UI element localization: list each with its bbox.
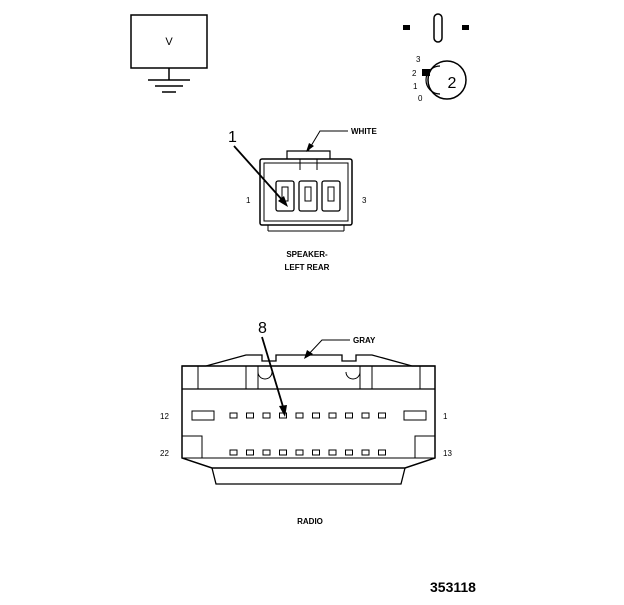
radio-top-cavity-5 [295,412,304,419]
radio-connector: GRAY 12 1 22 13 8 RADIO [160,320,452,526]
switch-ring-outer [427,60,467,100]
white-leader-line [307,130,348,152]
position-1-label: 1 [413,82,418,91]
radio-bottom-cavity-7 [328,449,337,456]
radio-top-cavity-6 [312,412,320,419]
radio-pin-label-1: 1 [443,412,448,421]
radio-key-top-right [403,410,427,421]
callout-1-arrow [278,196,288,207]
key-slot [433,13,443,43]
radio-top-cavity-2 [246,412,254,419]
radio-top-cavity-1 [229,412,238,419]
ignition-switch-icon: 3 2 1 0 2 [403,13,469,103]
radio-detent-right [359,366,373,389]
callout-8-leader [261,336,285,411]
radio-bottom-cavity-1 [229,449,238,456]
switch-ring-inner [425,65,441,95]
radio-bottom-cavity-4 [279,449,287,456]
radio-skirt [211,467,406,485]
radio-pin-row-top [229,412,386,419]
radio-top-cavity-3 [262,412,271,419]
white-leader-arrow [306,143,314,152]
radio-key-top-left [191,410,215,421]
speaker-pin-2 [304,186,312,202]
position-0-label: 0 [418,94,423,103]
radio-bottom-cavity-10 [378,449,386,456]
radio-pin-label-13: 13 [443,449,452,458]
radio-detent-left [245,366,259,389]
radio-top-cavity-8 [345,412,353,419]
speaker-latch [286,150,331,159]
callout-2: 2 [448,75,457,92]
callout-8: 8 [258,320,267,337]
radio-bottom-cavity-5 [295,449,304,456]
position-2-label: 2 [412,69,417,78]
radio-name-label: RADIO [297,517,323,526]
radio-top-profile [182,354,435,367]
figure-number: 353118 [430,579,476,595]
callout-8-arrow [279,405,287,417]
speaker-pin-label-1: 1 [246,196,251,205]
radio-color-label: GRAY [353,336,376,345]
speaker-connector: WHITE 1 3 1 SPEAKER- LEFT REAR [228,127,377,272]
radio-bottom-cavity-8 [345,449,353,456]
radio-pin-label-22: 22 [160,449,169,458]
callout-1: 1 [228,129,237,146]
radio-housing [181,365,436,469]
radio-bottom-cavity-2 [246,449,254,456]
position-3-label: 3 [416,55,421,64]
speaker-terminal-2 [298,180,318,212]
speaker-color-label: WHITE [351,127,377,136]
switch-indicator [422,69,430,76]
meter-display: V [165,36,173,48]
radio-pin-label-12: 12 [160,412,169,421]
radio-bottom-cavity-6 [312,449,320,456]
radio-bottom-cavity-9 [361,449,370,456]
speaker-housing [259,158,353,226]
radio-bottom-cavity-3 [262,449,271,456]
radio-latch-curve-left [257,371,273,380]
speaker-housing-inner [263,162,349,222]
voltmeter-icon: V [130,14,208,93]
radio-top-cavity-9 [361,412,370,419]
key-dash-left [403,25,410,30]
radio-key-bottom-left [181,435,203,459]
gray-leader-line [305,339,350,358]
radio-latch-curve-right [345,371,361,380]
speaker-pin-3 [327,186,335,202]
speaker-pin-label-3: 3 [362,196,367,205]
callout-1-leader [233,145,285,203]
radio-pin-row-bottom [229,449,386,456]
radio-top-cavity-7 [328,412,337,419]
gray-leader-arrow [304,350,313,359]
speaker-name-line2: LEFT REAR [285,263,330,272]
key-dash-right [462,25,469,30]
radio-top-cavity-10 [378,412,386,419]
speaker-name-line1: SPEAKER- [286,250,328,259]
speaker-terminal-3 [321,180,341,212]
speaker-terminal-1 [275,180,295,212]
radio-key-bottom-right [414,435,436,459]
